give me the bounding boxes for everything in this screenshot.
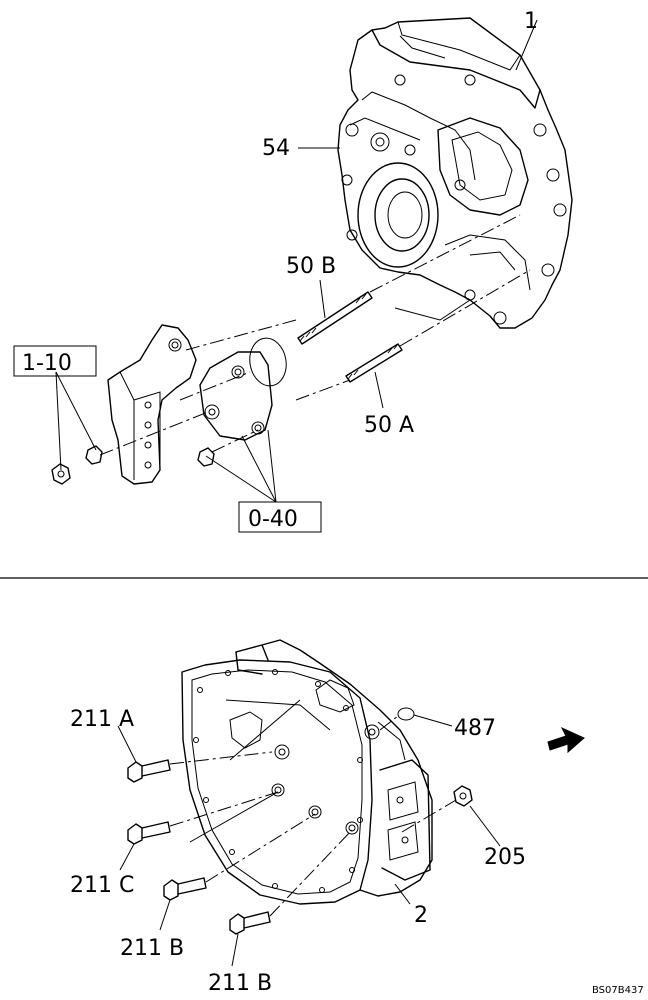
cover-plate — [199, 351, 273, 441]
figure-code: BS07B437 — [592, 985, 644, 996]
alignment-line — [185, 319, 297, 351]
nut-205 — [453, 785, 473, 807]
o-ring — [397, 707, 415, 721]
label-bolt-211c: 211 C — [70, 873, 134, 898]
gear-case — [337, 17, 573, 329]
alignment-line — [269, 829, 353, 917]
label-group-bottom: 0-40 — [248, 507, 298, 532]
alignment-line — [169, 751, 273, 765]
label-nut: 205 — [484, 845, 526, 870]
group-box-left — [13, 345, 97, 377]
alignment-line — [295, 379, 351, 401]
alignment-line — [179, 371, 251, 401]
label-flywheel-housing: 2 — [414, 903, 428, 928]
stud-50b — [297, 291, 373, 345]
group-box-bottom — [238, 501, 322, 533]
nut-parts — [51, 445, 215, 485]
stud-50a — [345, 343, 403, 383]
bolt-211a — [127, 759, 171, 783]
alignment-line — [379, 715, 399, 731]
alignment-line — [169, 791, 279, 827]
label-top-cover: 1 — [524, 9, 538, 34]
label-gasket: 54 — [262, 136, 290, 161]
front-arrow-icon — [547, 726, 585, 754]
label-bolt-211b-lower: 211 B — [208, 971, 272, 996]
bolt-211b-upper — [163, 877, 207, 901]
alignment-line — [205, 813, 316, 883]
alignment-line — [399, 269, 531, 347]
label-bolt-211b-upper: 211 B — [120, 936, 184, 961]
label-bolt-211a: 211 A — [70, 707, 134, 732]
label-stud-a: 50 A — [364, 413, 414, 438]
label-oring: 487 — [454, 716, 496, 741]
alignment-line — [401, 799, 457, 833]
label-stud-b: 50 B — [286, 254, 336, 279]
mounting-bracket — [107, 324, 197, 485]
alignment-line — [99, 411, 209, 456]
alignment-line — [211, 429, 259, 453]
bolt-211c — [127, 821, 171, 845]
gasket-ring — [249, 337, 287, 387]
bolt-211b-lower — [229, 911, 271, 935]
label-group-left: 1-10 — [22, 351, 72, 376]
flywheel-housing — [181, 639, 433, 905]
alignment-line — [369, 214, 521, 293]
